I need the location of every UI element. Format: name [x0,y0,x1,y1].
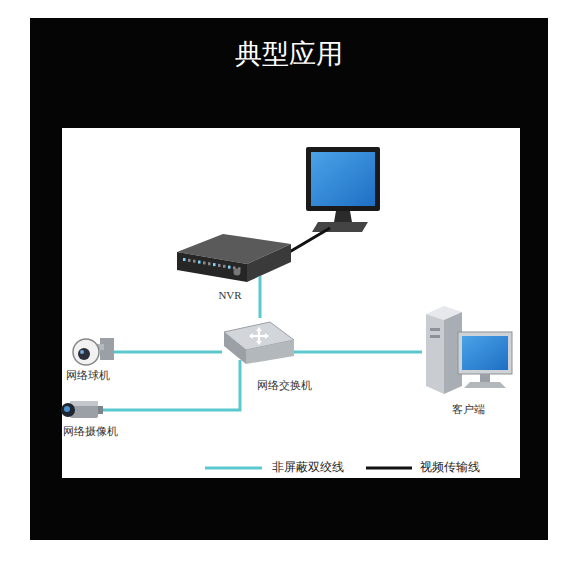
device-label: 网络球机 [66,368,110,382]
client-pc-icon [422,302,514,417]
network-camera: 网络摄像机 [58,398,121,439]
network-switch: 网络交换机 [222,318,315,393]
twisted-pair-cable [260,303,261,318]
title: 典型应用 [30,36,548,72]
device-label: 网络交换机 [257,378,312,392]
legend-text: 非屏蔽双绞线 [272,460,344,475]
dark-panel [30,18,548,540]
monitor-illustration [306,147,380,232]
device-label: NVR [218,288,241,302]
device-label: 网络摄像机 [63,424,118,438]
legend-text: 视频传输线 [420,460,480,475]
device-label: 客户端 [452,402,485,416]
white-panel [62,128,520,478]
twisted-pair-cable [124,352,222,353]
twisted-pair-cable [121,393,240,410]
legend-sample-line [366,467,412,470]
dome-camera: 网络球机 [60,328,124,383]
legend-sample-line [205,467,262,470]
nvr-device: NVR [175,230,293,303]
client-pc: 客户端 [422,302,514,417]
twisted-pair-cable [315,352,422,353]
video-cable [286,228,330,254]
